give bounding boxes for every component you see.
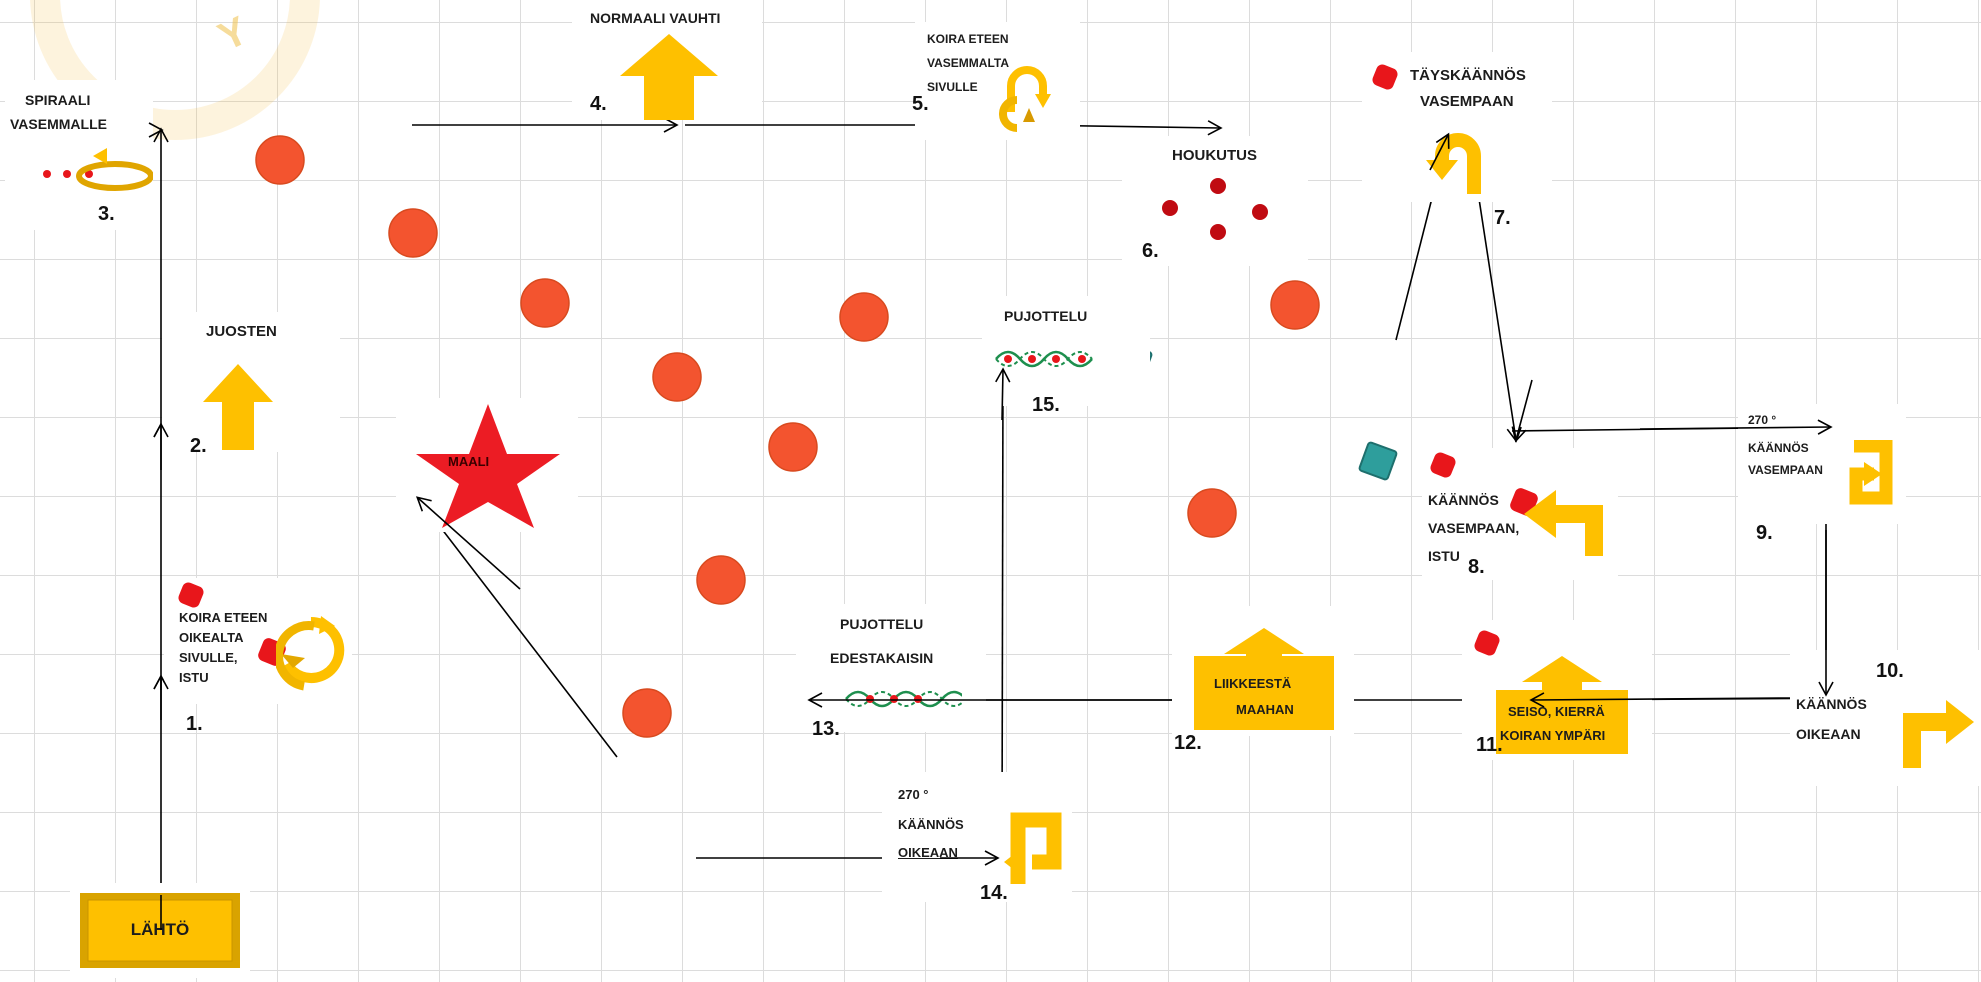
stop-icon	[176, 580, 206, 610]
teal-marker	[1358, 441, 1398, 481]
stop-icon	[1370, 62, 1400, 92]
sign-9: 270 ° KÄÄNNÖS VASEMPAAN	[1738, 404, 1906, 524]
cone	[622, 688, 672, 738]
sign-13-number: 13.	[812, 718, 840, 740]
sign-7-number: 7.	[1494, 207, 1511, 229]
sign-2: JUOSTEN	[162, 312, 340, 452]
sign-15-number: 15.	[1032, 394, 1060, 416]
sign-6-label: HOUKUTUS	[1172, 147, 1257, 164]
sign-8-number: 8.	[1468, 556, 1485, 578]
sign-12-line: MAAHAN	[1236, 702, 1294, 717]
sign-15: PUJOTTELU	[982, 296, 1150, 406]
cone	[388, 208, 438, 258]
u-turn-left-icon	[1426, 133, 1481, 194]
cone	[696, 555, 746, 605]
sign-5: KOIRA ETEEN VASEMMALTA SIVULLE	[915, 22, 1080, 140]
sign-8: KÄÄNNÖS VASEMPAAN, ISTU	[1422, 448, 1618, 580]
sign-1-number: 1.	[186, 713, 203, 735]
sign-8-line: VASEMPAAN,	[1428, 520, 1520, 536]
sign-14: 270 ° KÄÄNNÖS OIKEAAN	[882, 772, 1072, 902]
sign-3-line: SPIRAALI	[25, 92, 91, 108]
down-in-motion-icon	[1194, 628, 1334, 730]
cone	[1187, 488, 1237, 538]
start-sign: LÄHTÖ	[70, 883, 250, 978]
finish-sign: MAALI	[396, 398, 578, 532]
sign-14-number: 14.	[980, 882, 1008, 904]
sign-10-line: OIKEAAN	[1796, 726, 1861, 742]
sign-6: HOUKUTUS	[1122, 136, 1308, 266]
spiral-left-icon	[43, 148, 153, 191]
cone	[652, 352, 702, 402]
sign-12: LIIKKEESTÄ MAAHAN	[1172, 606, 1354, 736]
finish-label: MAALI	[448, 454, 490, 469]
sign-2-label: JUOSTEN	[206, 323, 277, 340]
sign-11-line: KOIRAN YMPÄRI	[1500, 728, 1606, 743]
red-star-icon	[416, 404, 560, 528]
sign-3-line: VASEMMALLE	[10, 116, 107, 132]
sign-11-number: 11.	[1476, 734, 1503, 756]
sign-9-line: KÄÄNNÖS	[1748, 441, 1809, 455]
turn-270-right-icon	[1004, 812, 1062, 884]
sign-10-number: 10.	[1876, 660, 1904, 682]
sign-5-line: KOIRA ETEEN	[927, 32, 1009, 46]
sign-9-number: 9.	[1756, 522, 1773, 544]
turn-270-left-icon	[1849, 440, 1893, 505]
sign-15-label: PUJOTTELU	[1004, 308, 1088, 324]
weave-icon	[995, 350, 1093, 368]
sign-13: PUJOTTELU EDESTAKAISIN	[796, 604, 986, 732]
sign-10-line: KÄÄNNÖS	[1796, 696, 1867, 712]
sign-3: SPIRAALI VASEMMALLE	[5, 80, 153, 230]
dog-front-from-left-icon	[999, 66, 1051, 132]
sign-5-line: SIVULLE	[927, 80, 978, 94]
sign-1-line: KOIRA ETEEN	[179, 610, 268, 625]
sign-12-number: 12.	[1174, 732, 1202, 754]
sign-1: KOIRA ETEEN OIKEALTA SIVULLE, ISTU	[164, 578, 352, 704]
cone	[1270, 280, 1320, 330]
normal-pace-arrow-icon	[620, 34, 718, 120]
sign-4-label: NORMAALI VAUHTI	[590, 10, 721, 26]
sign-13-line: PUJOTTELU	[840, 616, 924, 632]
sign-3-number: 3.	[98, 203, 115, 225]
sign-4: NORMAALI VAUHTI	[572, 0, 762, 120]
sign-2-number: 2.	[190, 435, 207, 457]
sign-9-line: 270 °	[1748, 413, 1777, 427]
sign-14-line: 270 °	[898, 787, 929, 802]
sign-9-line: VASEMPAAN	[1748, 463, 1823, 477]
cone	[520, 278, 570, 328]
sign-14-line: OIKEAAN	[898, 845, 958, 860]
sign-7: TÄYSKÄÄNNÖS VASEMPAAN	[1362, 52, 1552, 202]
sign-4-number: 4.	[590, 93, 607, 115]
run-arrow-icon	[203, 364, 273, 450]
stand-circle-dog-icon	[1496, 656, 1628, 754]
sign-13-line: EDESTAKAISIN	[830, 650, 934, 666]
sign-1-line: SIVULLE,	[179, 650, 238, 665]
weave-back-and-forth-icon	[845, 690, 962, 708]
sign-1-line: ISTU	[179, 670, 209, 685]
turn-left-arrow-icon	[1524, 490, 1603, 556]
sign-10: KÄÄNNÖS OIKEAAN	[1790, 650, 1981, 786]
start-label: LÄHTÖ	[130, 920, 190, 939]
sign-7-line: VASEMPAAN	[1420, 93, 1514, 110]
turn-right-arrow-icon	[1903, 700, 1974, 768]
dog-front-from-right-icon	[276, 616, 345, 691]
sign-11: SEISO, KIERRÄ KOIRAN YMPÄRI	[1462, 620, 1652, 760]
sign-7-line: TÄYSKÄÄNNÖS	[1410, 67, 1526, 84]
sign-5-number: 5.	[912, 93, 929, 115]
sign-12-line: LIIKKEESTÄ	[1214, 676, 1292, 691]
sign-1-line: OIKEALTA	[179, 630, 244, 645]
sign-14-line: KÄÄNNÖS	[898, 817, 964, 832]
cone	[255, 135, 305, 185]
sign-8-line: KÄÄNNÖS	[1428, 492, 1499, 508]
sign-6-number: 6.	[1142, 240, 1159, 262]
sign-11-line: SEISO, KIERRÄ	[1508, 704, 1605, 719]
sign-8-line: ISTU	[1428, 548, 1460, 564]
path-14-to-15	[995, 367, 1011, 841]
stop-icon	[1428, 450, 1458, 480]
cone	[839, 292, 889, 342]
path-to-finish	[416, 495, 618, 758]
distraction-dots-icon	[1162, 178, 1268, 240]
sign-5-line: VASEMMALTA	[927, 56, 1009, 70]
cone	[768, 422, 818, 472]
